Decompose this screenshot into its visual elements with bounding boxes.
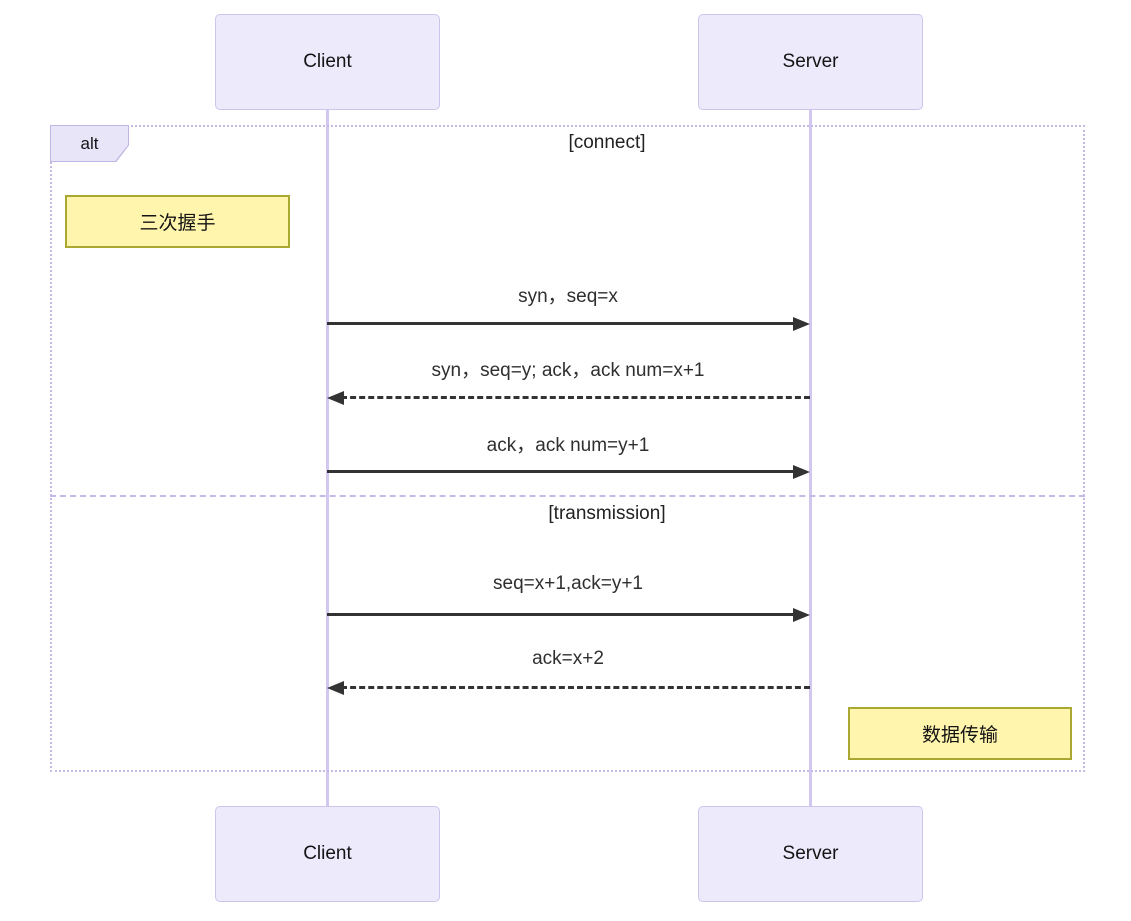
note-data-transmission: 数据传输 bbox=[848, 707, 1072, 760]
actor-box-client-bottom: Client bbox=[215, 806, 440, 902]
note-three-way-handshake: 三次握手 bbox=[65, 195, 290, 248]
arrow-line bbox=[327, 322, 796, 325]
arrow-line bbox=[327, 613, 796, 616]
message-label-ack2: ack=x+2 bbox=[532, 648, 604, 669]
arrowhead-right-icon bbox=[793, 465, 810, 479]
lifeline-server bbox=[809, 110, 812, 806]
message-label-ack: ack，ack num=y+1 bbox=[486, 435, 650, 456]
alt-label-tab: alt bbox=[50, 125, 129, 162]
actor-box-server-bottom: Server bbox=[698, 806, 923, 902]
arrowhead-left-icon bbox=[327, 391, 344, 405]
message-label-syn: syn，seq=x bbox=[518, 286, 618, 307]
message-arrow-seq-ack bbox=[327, 608, 810, 622]
arrowhead-left-icon bbox=[327, 681, 344, 695]
message-arrow-syn-ack bbox=[327, 391, 810, 405]
lifeline-client bbox=[326, 110, 329, 806]
arrowhead-right-icon bbox=[793, 608, 810, 622]
arrow-line bbox=[327, 470, 796, 473]
arrowhead-right-icon bbox=[793, 317, 810, 331]
message-label-seq-ack: seq=x+1,ack=y+1 bbox=[493, 573, 643, 594]
message-arrow-ack2 bbox=[327, 681, 810, 695]
actor-box-client-top: Client bbox=[215, 14, 440, 110]
alt-frame bbox=[50, 125, 1085, 772]
message-arrow-syn bbox=[327, 317, 810, 331]
section-label-transmission: [transmission] bbox=[548, 503, 666, 524]
alt-label: alt bbox=[51, 126, 128, 161]
message-arrow-ack bbox=[327, 465, 810, 479]
section-label-connect: [connect] bbox=[568, 132, 646, 153]
message-label-syn-ack: syn，seq=y; ack，ack num=x+1 bbox=[431, 360, 705, 381]
arrow-line bbox=[341, 686, 810, 689]
arrow-line bbox=[341, 396, 810, 399]
actor-box-server-top: Server bbox=[698, 14, 923, 110]
alt-section-divider bbox=[50, 495, 1085, 497]
